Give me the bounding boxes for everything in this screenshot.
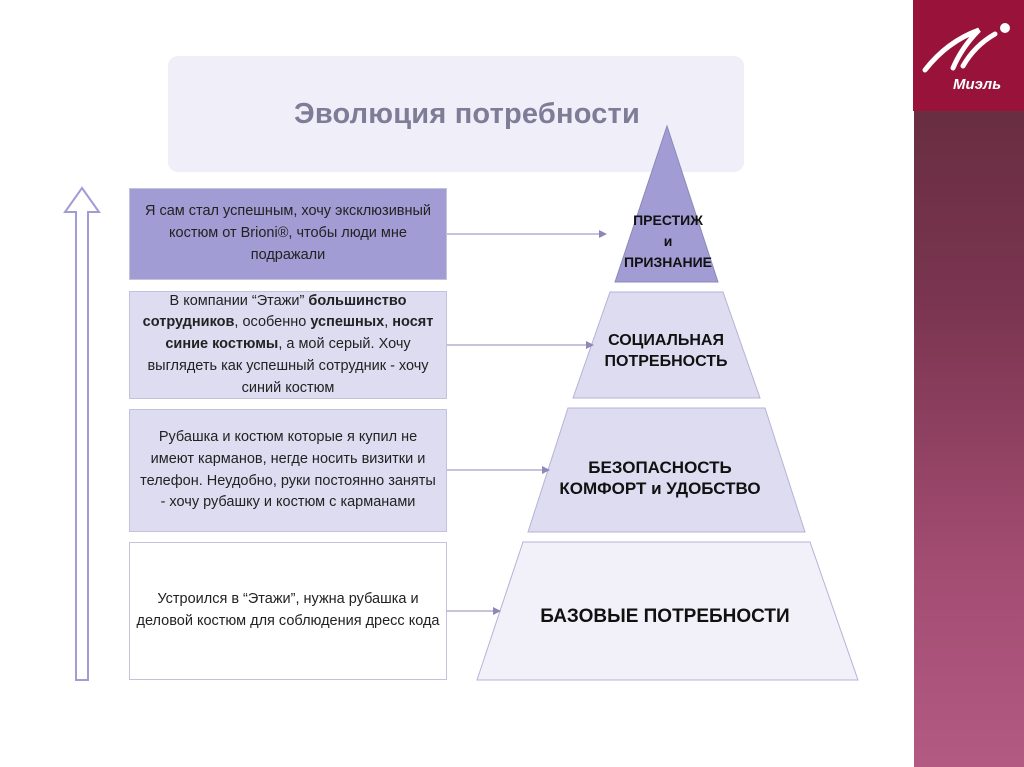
- stage-text-part: , а мой серый. Хочу выглядеть как успешн…: [147, 336, 429, 396]
- pyramid-level-safety: [527, 407, 806, 533]
- up-arrow-icon: [63, 186, 101, 681]
- pyramid-level-prestige: [614, 124, 719, 283]
- stage-text-emphasis: успешных: [310, 314, 385, 331]
- pyramid-label-basic: БАЗОВЫЕ ПОТРЕБНОСТИ: [520, 606, 810, 628]
- stage-text: Устроился в “Этажи”, нужна рубашка и дел…: [136, 591, 440, 629]
- logo-text: Миэль: [953, 76, 1002, 93]
- stage-text-emphasis: носят синие костюмы: [165, 314, 434, 353]
- stage-box-basic: Устроился в “Этажи”, нужна рубашка и дел…: [129, 542, 447, 680]
- stage-text-part: , особенно: [234, 314, 311, 331]
- stage-text-part: ,: [384, 314, 393, 331]
- stage-box-social: В компании “Этажи” большинство сотрудник…: [129, 291, 447, 399]
- pyramid-label-safety: БЕЗОПАСНОСТЬ КОМФОРТ и УДОБСТВО: [545, 457, 775, 500]
- pyramid-level-basic: [476, 541, 859, 681]
- stage-text-emphasis: большинство сотрудников: [142, 292, 407, 331]
- pyramid-label-line: и: [663, 233, 673, 249]
- pyramid-label-line: КОМФОРТ и УДОБСТВО: [559, 479, 761, 499]
- stage-text: Я сам стал успешным, хочу эксклюзивный к…: [144, 203, 432, 263]
- side-decoration-panel: [914, 0, 1024, 767]
- stage-box-prestige: Я сам стал успешным, хочу эксклюзивный к…: [129, 188, 447, 280]
- pyramid-label-line: ПРИЗНАНИЕ: [624, 254, 712, 270]
- page-title: Эволюция потребности: [294, 98, 640, 130]
- stage-text: В компании “Этажи” большинство сотрудник…: [136, 291, 440, 400]
- pyramid-label-prestige: ПРЕСТИЖ и ПРИЗНАНИЕ: [620, 210, 716, 273]
- pyramid-label-line: БАЗОВЫЕ ПОТРЕБНОСТИ: [540, 606, 790, 627]
- pyramid-label-line: СОЦИАЛЬНАЯ: [608, 332, 724, 349]
- stage-box-safety: Рубашка и костюм которые я купил не имею…: [129, 409, 447, 532]
- pyramid-label-social: СОЦИАЛЬНАЯ ПОТРЕБНОСТЬ: [585, 331, 747, 373]
- pyramid-label-line: ПРЕСТИЖ: [633, 212, 703, 228]
- logo-mark-icon: [922, 23, 1010, 73]
- stage-text: Рубашка и костюм которые я купил не имею…: [140, 429, 436, 511]
- pyramid-label-line: ПОТРЕБНОСТЬ: [604, 352, 728, 370]
- stage-text-part: В компании “Этажи”: [169, 292, 309, 309]
- title-band: [168, 56, 744, 172]
- pyramid-level-social: [572, 291, 761, 399]
- brand-logo: Миэль: [913, 0, 1024, 111]
- pyramid-label-line: БЕЗОПАСНОСТЬ: [588, 458, 732, 477]
